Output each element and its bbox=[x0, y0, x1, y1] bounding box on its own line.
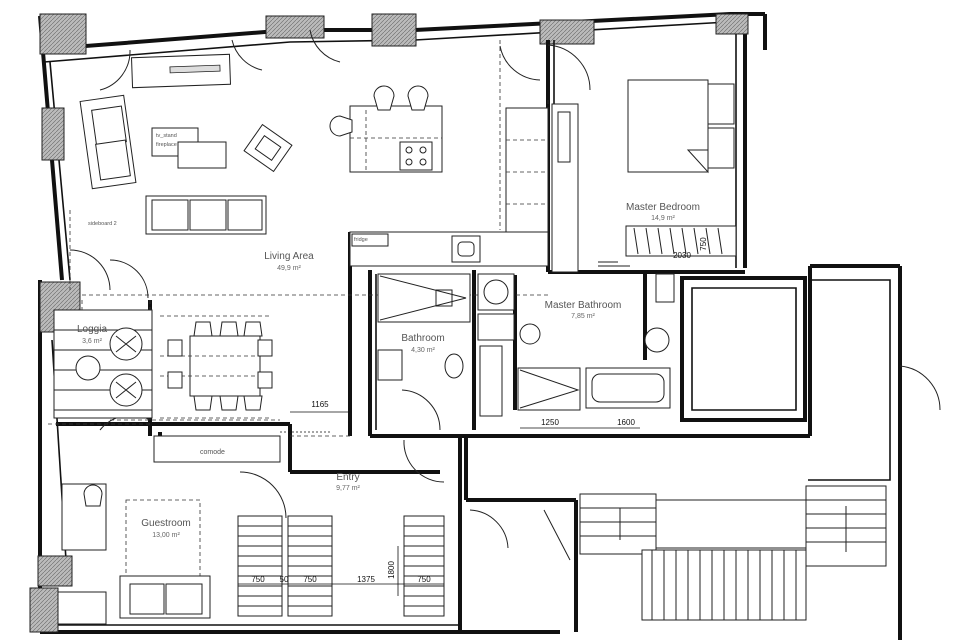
master-bathroom-label: Master Bathroom bbox=[545, 300, 622, 311]
fridge-label: fridge bbox=[354, 237, 368, 243]
kitchen bbox=[329, 85, 579, 273]
master-bathroom-size: 7,85 m² bbox=[571, 313, 595, 320]
bathroom-size: 4,30 m² bbox=[411, 347, 435, 354]
commode-label: comode bbox=[200, 449, 225, 456]
entry-label: Entry bbox=[336, 472, 359, 483]
tv-stand-label: tv_stand bbox=[156, 133, 177, 139]
living-furniture bbox=[79, 53, 293, 235]
wall-columns bbox=[29, 13, 749, 633]
dimension-lines bbox=[238, 411, 640, 596]
dim-50: 50 bbox=[280, 575, 289, 584]
dim-750c: 750 bbox=[417, 575, 431, 584]
stairwell bbox=[579, 485, 887, 621]
dim-750a: 750 bbox=[251, 575, 265, 584]
entry-size: 9,77 m² bbox=[336, 485, 360, 492]
living-area-size: 49,9 m² bbox=[277, 265, 301, 272]
dim-1800: 1800 bbox=[387, 561, 396, 579]
loggia-size: 3,6 m² bbox=[82, 338, 103, 345]
living-area-label: Living Area bbox=[264, 251, 314, 262]
dim-2030: 2030 bbox=[673, 251, 691, 260]
dim-1250: 1250 bbox=[541, 418, 559, 427]
loggia-label: Loggia bbox=[77, 324, 107, 335]
bathroom-fixtures bbox=[377, 273, 675, 417]
loggia bbox=[53, 309, 153, 419]
bathroom-label: Bathroom bbox=[401, 333, 444, 344]
dim-750b: 750 bbox=[303, 575, 317, 584]
guestroom-label: Guestroom bbox=[141, 518, 190, 529]
master-bedroom-label: Master Bedroom bbox=[626, 202, 700, 213]
entry-guest-furniture bbox=[57, 435, 445, 625]
guestroom-size: 13,00 m² bbox=[152, 532, 180, 539]
dim-1375: 1375 bbox=[357, 575, 375, 584]
bedroom-furniture bbox=[598, 79, 737, 267]
dim-1600: 1600 bbox=[617, 418, 635, 427]
dim-750d: 750 bbox=[699, 237, 708, 251]
dining bbox=[160, 315, 273, 419]
fireplace-label: fireplace bbox=[156, 142, 177, 148]
master-bedroom-size: 14,9 m² bbox=[651, 215, 675, 222]
dim-1165: 1165 bbox=[311, 400, 329, 409]
sideboard-label: sideboard 2 bbox=[88, 221, 117, 227]
